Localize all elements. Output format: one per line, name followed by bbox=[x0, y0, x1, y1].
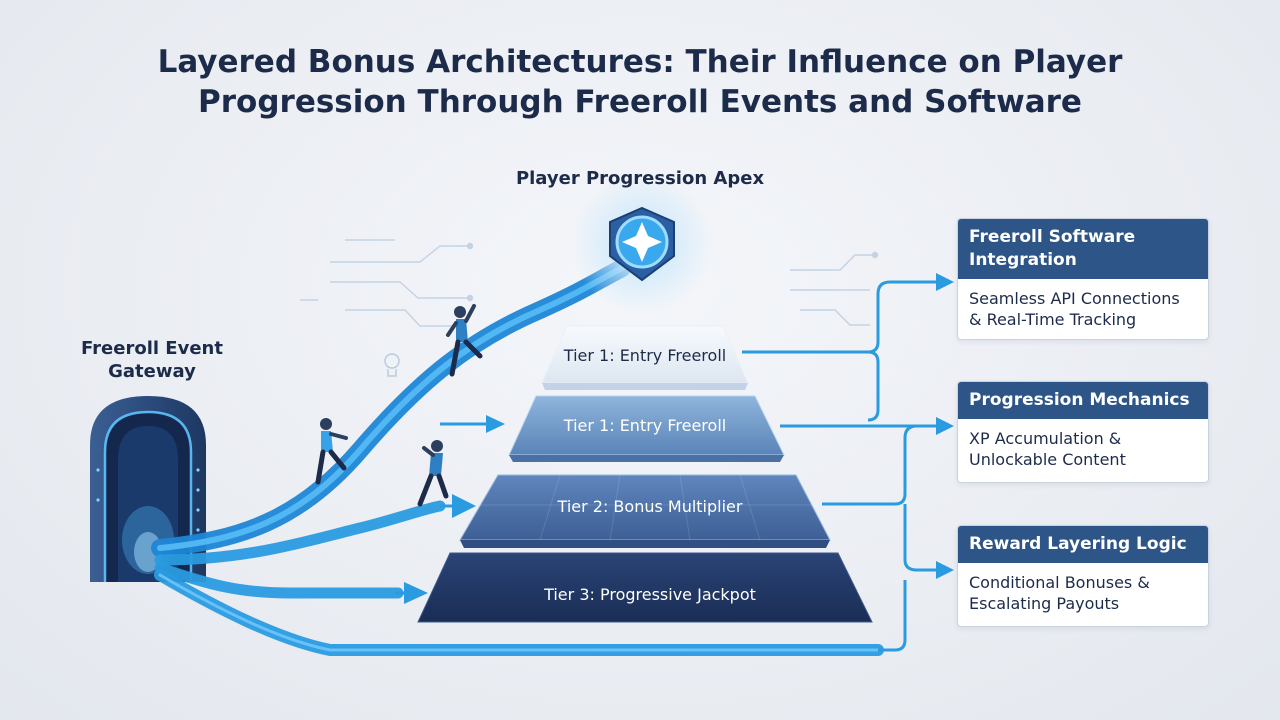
card-body-line-1: Seamless API Connections bbox=[969, 289, 1180, 308]
tier-3-shape bbox=[417, 552, 873, 623]
card-title-line-1: Reward Layering Logic bbox=[969, 534, 1187, 554]
card-software-integration: Freeroll Software Integration Seamless A… bbox=[957, 218, 1209, 340]
tier-1-label: Tier 1: Entry Freeroll bbox=[563, 416, 727, 435]
card-title-line-2: Integration bbox=[969, 250, 1077, 270]
pyramid bbox=[417, 325, 873, 623]
path-to-tier-3 bbox=[154, 562, 404, 599]
card-title: Progression Mechanics bbox=[958, 382, 1208, 419]
card-title: Reward Layering Logic bbox=[958, 526, 1208, 563]
progression-paths bbox=[151, 259, 884, 656]
tier-2-label: Tier 2: Bonus Multiplier bbox=[557, 497, 743, 516]
climber-figure-middle bbox=[315, 418, 348, 485]
title-line-1: Layered Bonus Architectures: Their Influ… bbox=[157, 44, 1123, 80]
card-body: Conditional Bonuses & Escalating Payouts bbox=[958, 563, 1208, 624]
arrowhead-card-2 bbox=[936, 417, 954, 435]
card-body-line-1: Conditional Bonuses & bbox=[969, 573, 1150, 592]
lightbulb-icon bbox=[384, 353, 400, 377]
card-title-line-1: Progression Mechanics bbox=[969, 390, 1190, 410]
card-body: Seamless API Connections & Real-Time Tra… bbox=[958, 279, 1208, 339]
star-badge-icon bbox=[572, 174, 712, 314]
title-line-2: Progression Through Freeroll Events and … bbox=[198, 84, 1082, 120]
arrowhead-card-3 bbox=[936, 561, 954, 579]
card-body: XP Accumulation & Unlockable Content bbox=[958, 419, 1208, 480]
arrowhead-tier-1 bbox=[486, 415, 505, 433]
arrowhead-tier-3 bbox=[404, 582, 428, 604]
card-connectors bbox=[742, 280, 938, 652]
page-title: Layered Bonus Architectures: Their Influ… bbox=[0, 42, 1280, 122]
arrowhead-card-1 bbox=[936, 273, 954, 291]
card-reward-layering: Reward Layering Logic Conditional Bonuse… bbox=[957, 525, 1209, 627]
circuit-decoration bbox=[300, 239, 879, 327]
gateway-label-line-1: Freeroll Event bbox=[81, 338, 223, 359]
card-body-line-2: Unlockable Content bbox=[969, 450, 1126, 469]
card-body-line-2: & Real-Time Tracking bbox=[969, 310, 1137, 329]
path-to-tier-2 bbox=[154, 500, 446, 566]
gateway-label: Freeroll Event Gateway bbox=[62, 337, 242, 383]
tier-0-label: Tier 1: Entry Freeroll bbox=[563, 346, 727, 365]
card-title-line-1: Freeroll Software bbox=[969, 227, 1136, 247]
gateway-label-line-2: Gateway bbox=[108, 361, 196, 382]
climber-figure-lower bbox=[417, 440, 449, 507]
arrowhead-tier-2 bbox=[452, 494, 476, 518]
card-body-line-1: XP Accumulation & bbox=[969, 429, 1122, 448]
tier-3-label: Tier 3: Progressive Jackpot bbox=[544, 585, 756, 604]
apex-label: Player Progression Apex bbox=[515, 168, 765, 189]
climber-figure-top bbox=[446, 304, 483, 377]
card-body-line-2: Escalating Payouts bbox=[969, 594, 1120, 613]
card-title: Freeroll Software Integration bbox=[958, 219, 1208, 279]
card-progression-mechanics: Progression Mechanics XP Accumulation & … bbox=[957, 381, 1209, 483]
